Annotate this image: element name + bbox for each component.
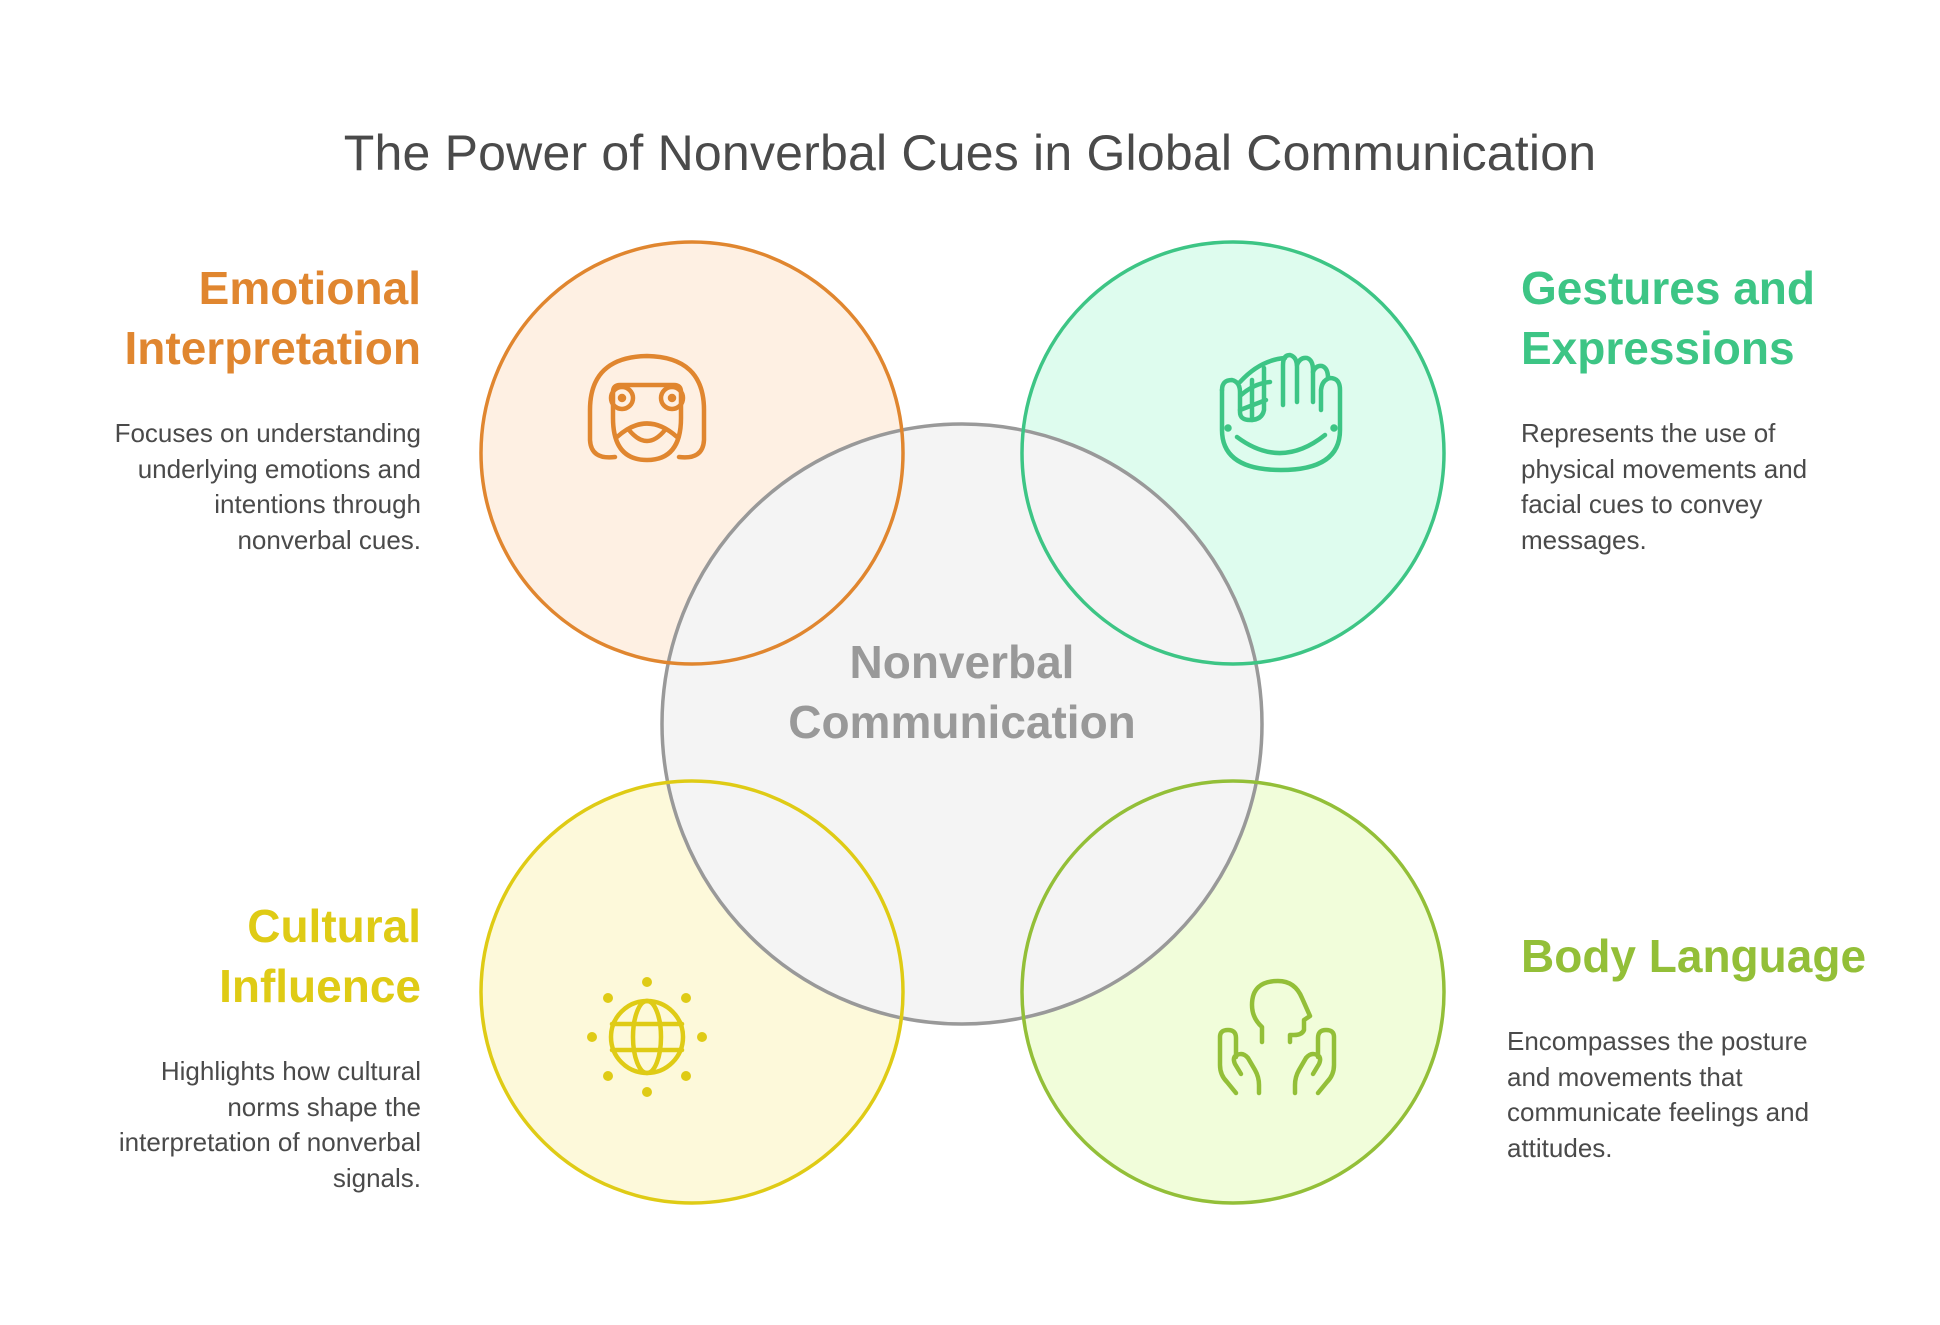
page-title: The Power of Nonverbal Cues in Global Co… (343, 125, 1597, 181)
desc-line: Highlights how cultural (160, 1056, 421, 1086)
heading-line: Influence (219, 960, 421, 1012)
emotional-interpretation-block: Emotional Interpretation Focuses on unde… (61, 258, 421, 558)
desc-line: physical movements and (1521, 453, 1808, 484)
desc-line: signals. (332, 1162, 421, 1193)
heading-line: Body Language (1521, 930, 1867, 982)
desc-line: facial cues to convey (1521, 489, 1763, 519)
heading-line: Expressions (1521, 322, 1795, 374)
desc-line: underlying emotions and (137, 453, 421, 484)
center-label-line-2: Communication (788, 696, 1136, 748)
desc-line: Encompasses the posture (1507, 1026, 1808, 1056)
body-language-block: Body Language Encompasses the posture an… (1507, 926, 1881, 1166)
center-label: Nonverbal Communication (762, 632, 1162, 752)
hand-gesture-icon (1219, 352, 1343, 473)
heading-line: Cultural (247, 900, 421, 952)
desc-line: and movements that (1507, 1061, 1743, 1092)
emotional-interpretation-description: Focuses on understanding underlying emot… (61, 416, 421, 558)
desc-line: norms shape the (227, 1091, 421, 1122)
cultural-influence-block: Cultural Influence Highlights how cultur… (61, 896, 421, 1196)
desc-line: nonverbal cues. (237, 524, 421, 555)
desc-line: messages. (1521, 524, 1647, 555)
desc-line: Focuses on understanding (114, 418, 421, 448)
face-icon (587, 353, 707, 463)
heading-line: Gestures and (1521, 262, 1815, 314)
globe-icon (587, 977, 707, 1097)
gestures-and-expressions-heading: Gestures and Expressions (1521, 258, 1881, 378)
center-label-line-1: Nonverbal (849, 636, 1075, 688)
emotional-circle (479, 240, 905, 666)
body-language-heading: Body Language (1521, 926, 1881, 986)
person-hands-icon (1217, 978, 1337, 1096)
gestures-and-expressions-description: Represents the use of physical movements… (1521, 416, 1881, 558)
body-language-description: Encompasses the posture and movements th… (1507, 1024, 1881, 1166)
desc-line: interpretation of nonverbal (118, 1127, 421, 1157)
body-circle (1020, 779, 1446, 1205)
heading-line: Interpretation (124, 322, 421, 374)
cultural-influence-description: Highlights how cultural norms shape the … (61, 1054, 421, 1196)
cultural-influence-heading: Cultural Influence (61, 896, 421, 1016)
heading-line: Emotional (198, 262, 421, 314)
cultural-circle (479, 779, 905, 1205)
center-circle (660, 422, 1264, 1026)
desc-line: Represents the use of (1521, 418, 1776, 448)
emotional-interpretation-heading: Emotional Interpretation (61, 258, 421, 378)
desc-line: intentions through (214, 489, 421, 519)
gestures-and-expressions-block: Gestures and Expressions Represents the … (1521, 258, 1881, 558)
desc-line: communicate feelings and (1507, 1097, 1810, 1127)
gestures-circle (1020, 240, 1446, 666)
desc-line: attitudes. (1507, 1132, 1613, 1163)
